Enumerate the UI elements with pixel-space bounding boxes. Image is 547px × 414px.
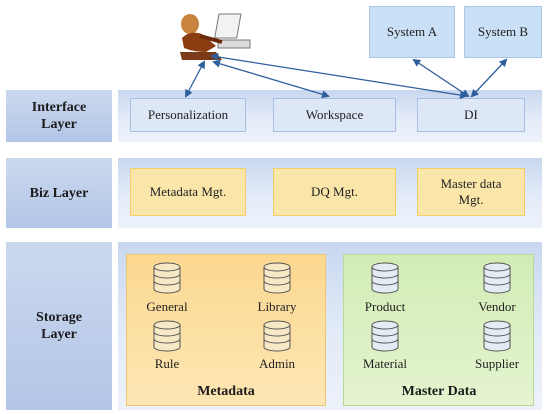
admin-database-icon	[263, 320, 291, 352]
rule-database-icon	[153, 320, 181, 352]
system-a-to-di-arrow	[412, 58, 470, 98]
di-box[interactable]: DI	[417, 98, 525, 132]
master-data-mgt-label: Master data Mgt.	[440, 176, 502, 207]
workspace-label: Workspace	[305, 107, 364, 122]
rule-label: Rule	[154, 356, 180, 371]
material-label: Material	[362, 356, 408, 371]
material-database-icon	[371, 320, 399, 352]
user-to-personalization-arrow	[185, 60, 205, 98]
metadata-mgt-box[interactable]: Metadata Mgt.	[130, 168, 246, 216]
system-a-box[interactable]: System A	[369, 6, 455, 58]
product-database-icon	[371, 262, 399, 294]
product-label: Product	[364, 299, 406, 314]
general-label: General	[146, 299, 188, 314]
dq-mgt-label: DQ Mgt.	[311, 184, 358, 199]
system-b-box[interactable]: System B	[464, 6, 542, 58]
master-data-mgt-box[interactable]: Master data Mgt.	[417, 168, 525, 216]
admin-label: Admin	[258, 356, 296, 371]
metadata-group-title: Metadata	[197, 384, 255, 399]
supplier-database-icon	[483, 320, 511, 352]
master-data-group-title: Master Data	[401, 384, 477, 399]
supplier-label: Supplier	[474, 356, 520, 371]
user-to-di-arrow	[210, 52, 468, 100]
library-label: Library	[257, 299, 297, 314]
user-to-workspace-arrow	[212, 59, 330, 99]
interface-layer-label: Interface Layer	[6, 90, 112, 142]
system-b-to-di-arrow	[470, 58, 508, 98]
biz-layer-label: Biz Layer	[6, 158, 112, 228]
system-b-label: System B	[477, 24, 529, 39]
metadata-mgt-label: Metadata Mgt.	[149, 184, 227, 199]
vendor-label: Vendor	[478, 299, 516, 314]
system-a-label: System A	[386, 24, 438, 39]
vendor-database-icon	[483, 262, 511, 294]
general-database-icon	[153, 262, 181, 294]
personalization-label: Personalization	[147, 107, 229, 122]
dq-mgt-box[interactable]: DQ Mgt.	[273, 168, 396, 216]
di-label: DI	[464, 107, 478, 122]
library-database-icon	[263, 262, 291, 294]
personalization-box[interactable]: Personalization	[130, 98, 246, 132]
storage-layer-label: Storage Layer	[6, 242, 112, 410]
